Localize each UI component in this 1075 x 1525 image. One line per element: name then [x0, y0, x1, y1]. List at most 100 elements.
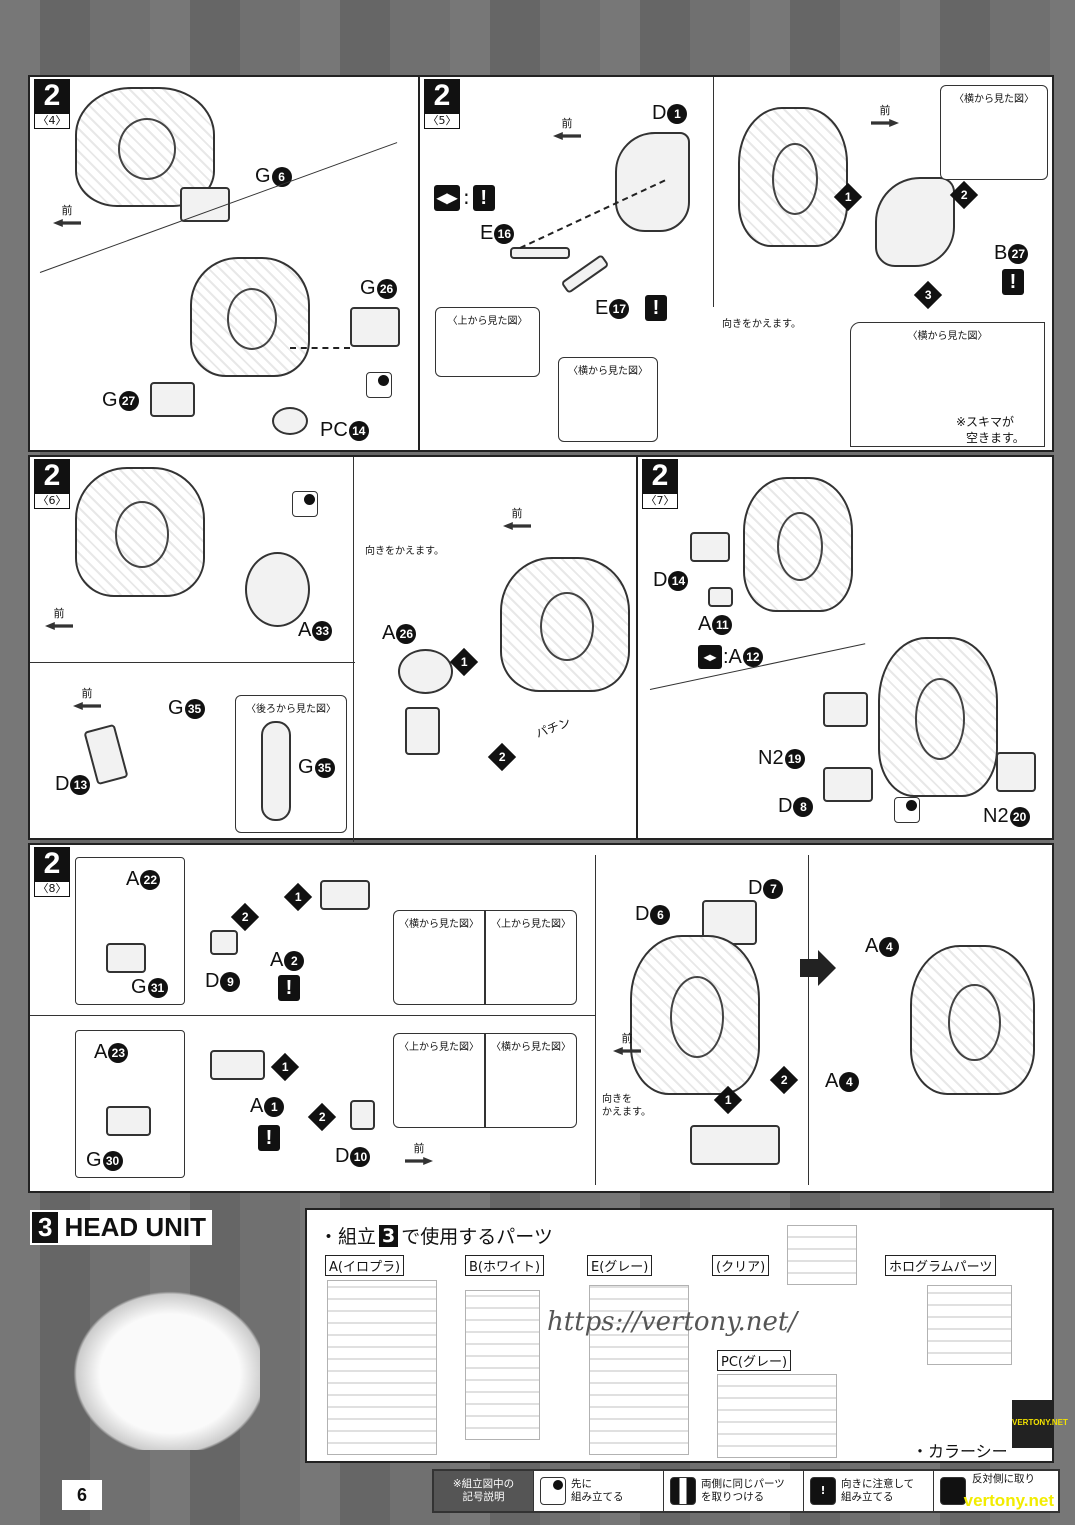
text — [871, 119, 899, 127]
torso-drawing — [738, 107, 848, 247]
part-number: 33 — [312, 620, 333, 641]
part-number: 14 — [668, 570, 689, 591]
part-number: 6 — [271, 166, 292, 187]
text — [45, 622, 73, 630]
hologram-parts-drawing — [927, 1285, 1012, 1365]
part-letter: G — [360, 277, 376, 299]
side-view-inset: 〈横から見た図〉 — [558, 357, 658, 442]
text: 空きます。 — [966, 431, 1025, 445]
symbol-note: ◂▸:! — [434, 185, 495, 211]
part-number: 8 — [793, 796, 814, 817]
text: 1 — [294, 890, 302, 904]
text: 向きに注意して — [841, 1478, 915, 1490]
inset-title: 〈横から見た図〉 — [399, 919, 479, 930]
part-number: 6 — [650, 904, 671, 925]
section-title: HEAD UNIT — [64, 1212, 207, 1242]
text — [613, 1047, 641, 1055]
text: ※組立図中の — [452, 1478, 515, 1490]
part-letter: A — [126, 868, 140, 890]
side-view-inset: 〈横から見た図〉 — [485, 1033, 577, 1128]
runner-b-drawing — [465, 1290, 540, 1440]
part-number: 7 — [763, 878, 784, 899]
text: 前 — [81, 687, 93, 700]
text — [906, 800, 917, 811]
part-letter: B — [994, 242, 1008, 264]
substep-label: 〈6〉 — [34, 493, 70, 509]
turn-note: 向きをかえます。 — [722, 319, 801, 330]
part-number: 10 — [350, 1146, 371, 1167]
symbol-legend: ※組立図中の記号説明 先に組み立てる 両側に同じパーツを取りつける !向きに注意… — [432, 1469, 1060, 1513]
side-view-inset: 〈横から見た図〉 — [940, 85, 1048, 180]
step-marker: 3 — [913, 280, 943, 310]
part-drawing — [690, 1125, 780, 1165]
part-drawing — [405, 707, 440, 755]
part-drawing — [823, 692, 868, 727]
legend-opposite-side-label: 反対側に取り — [972, 1473, 1035, 1485]
caution-icon: ! — [810, 1477, 836, 1505]
part-letter: A — [270, 949, 284, 971]
step-label: 2 — [642, 459, 678, 493]
step-label: 2 — [34, 79, 70, 113]
part-number: 1 — [264, 1096, 285, 1117]
next-arrow — [800, 950, 836, 986]
torso-drawing — [910, 945, 1035, 1095]
text: 前 — [879, 104, 891, 117]
legend-caution: !向きに注意して組み立てる — [804, 1471, 934, 1511]
part-drawing — [261, 721, 291, 821]
part-number: 17 — [609, 298, 630, 319]
caution-icon: ! — [645, 295, 667, 321]
part-letter: G — [298, 756, 314, 778]
part-letter: E — [480, 222, 494, 244]
text: 前 — [621, 1032, 633, 1045]
page-number: 6 — [62, 1480, 102, 1510]
text — [53, 219, 81, 227]
assemble-first-icon — [540, 1477, 566, 1505]
part-number: 30 — [102, 1150, 123, 1171]
legend-heading: ※組立図中の記号説明 — [434, 1471, 534, 1511]
part-number: 16 — [494, 223, 515, 244]
runner-label-a: A(イロプラ) — [325, 1255, 405, 1276]
runner-pc-drawing — [717, 1374, 837, 1458]
step-number: 2〈4〉 — [34, 79, 70, 129]
torso-drawing — [878, 637, 998, 797]
part-letter: D — [335, 1145, 350, 1167]
part-drawing — [106, 943, 146, 973]
step-label: 2 — [424, 79, 460, 113]
torso-drawing — [630, 935, 760, 1095]
text: 両側に同じパーツを取りつける — [701, 1478, 785, 1504]
part-number: 12 — [742, 647, 763, 667]
part-letter: A — [250, 1095, 264, 1117]
part-drawing — [350, 1100, 375, 1130]
part-letter: PC — [320, 419, 348, 441]
part-letter: D — [55, 773, 70, 795]
part-number: 1 — [667, 103, 688, 124]
text: : — [463, 185, 470, 209]
step-marker: 1 — [270, 1052, 300, 1082]
both-sides-icon — [670, 1477, 696, 1505]
top-view-inset: 〈上から見た図〉 — [393, 1033, 485, 1128]
turn-note: 向きをかえます。 — [365, 546, 444, 557]
part-drawing — [210, 930, 238, 955]
runner-a-drawing — [327, 1280, 437, 1455]
text: で使用するパーツ — [401, 1226, 553, 1248]
step-label: 2 — [34, 847, 70, 881]
assemble-first-icon — [366, 372, 392, 398]
text: ※組立図中の記号説明 — [453, 1478, 514, 1504]
divider — [30, 1015, 595, 1016]
text: 2 — [318, 1110, 326, 1124]
text — [553, 1480, 563, 1490]
